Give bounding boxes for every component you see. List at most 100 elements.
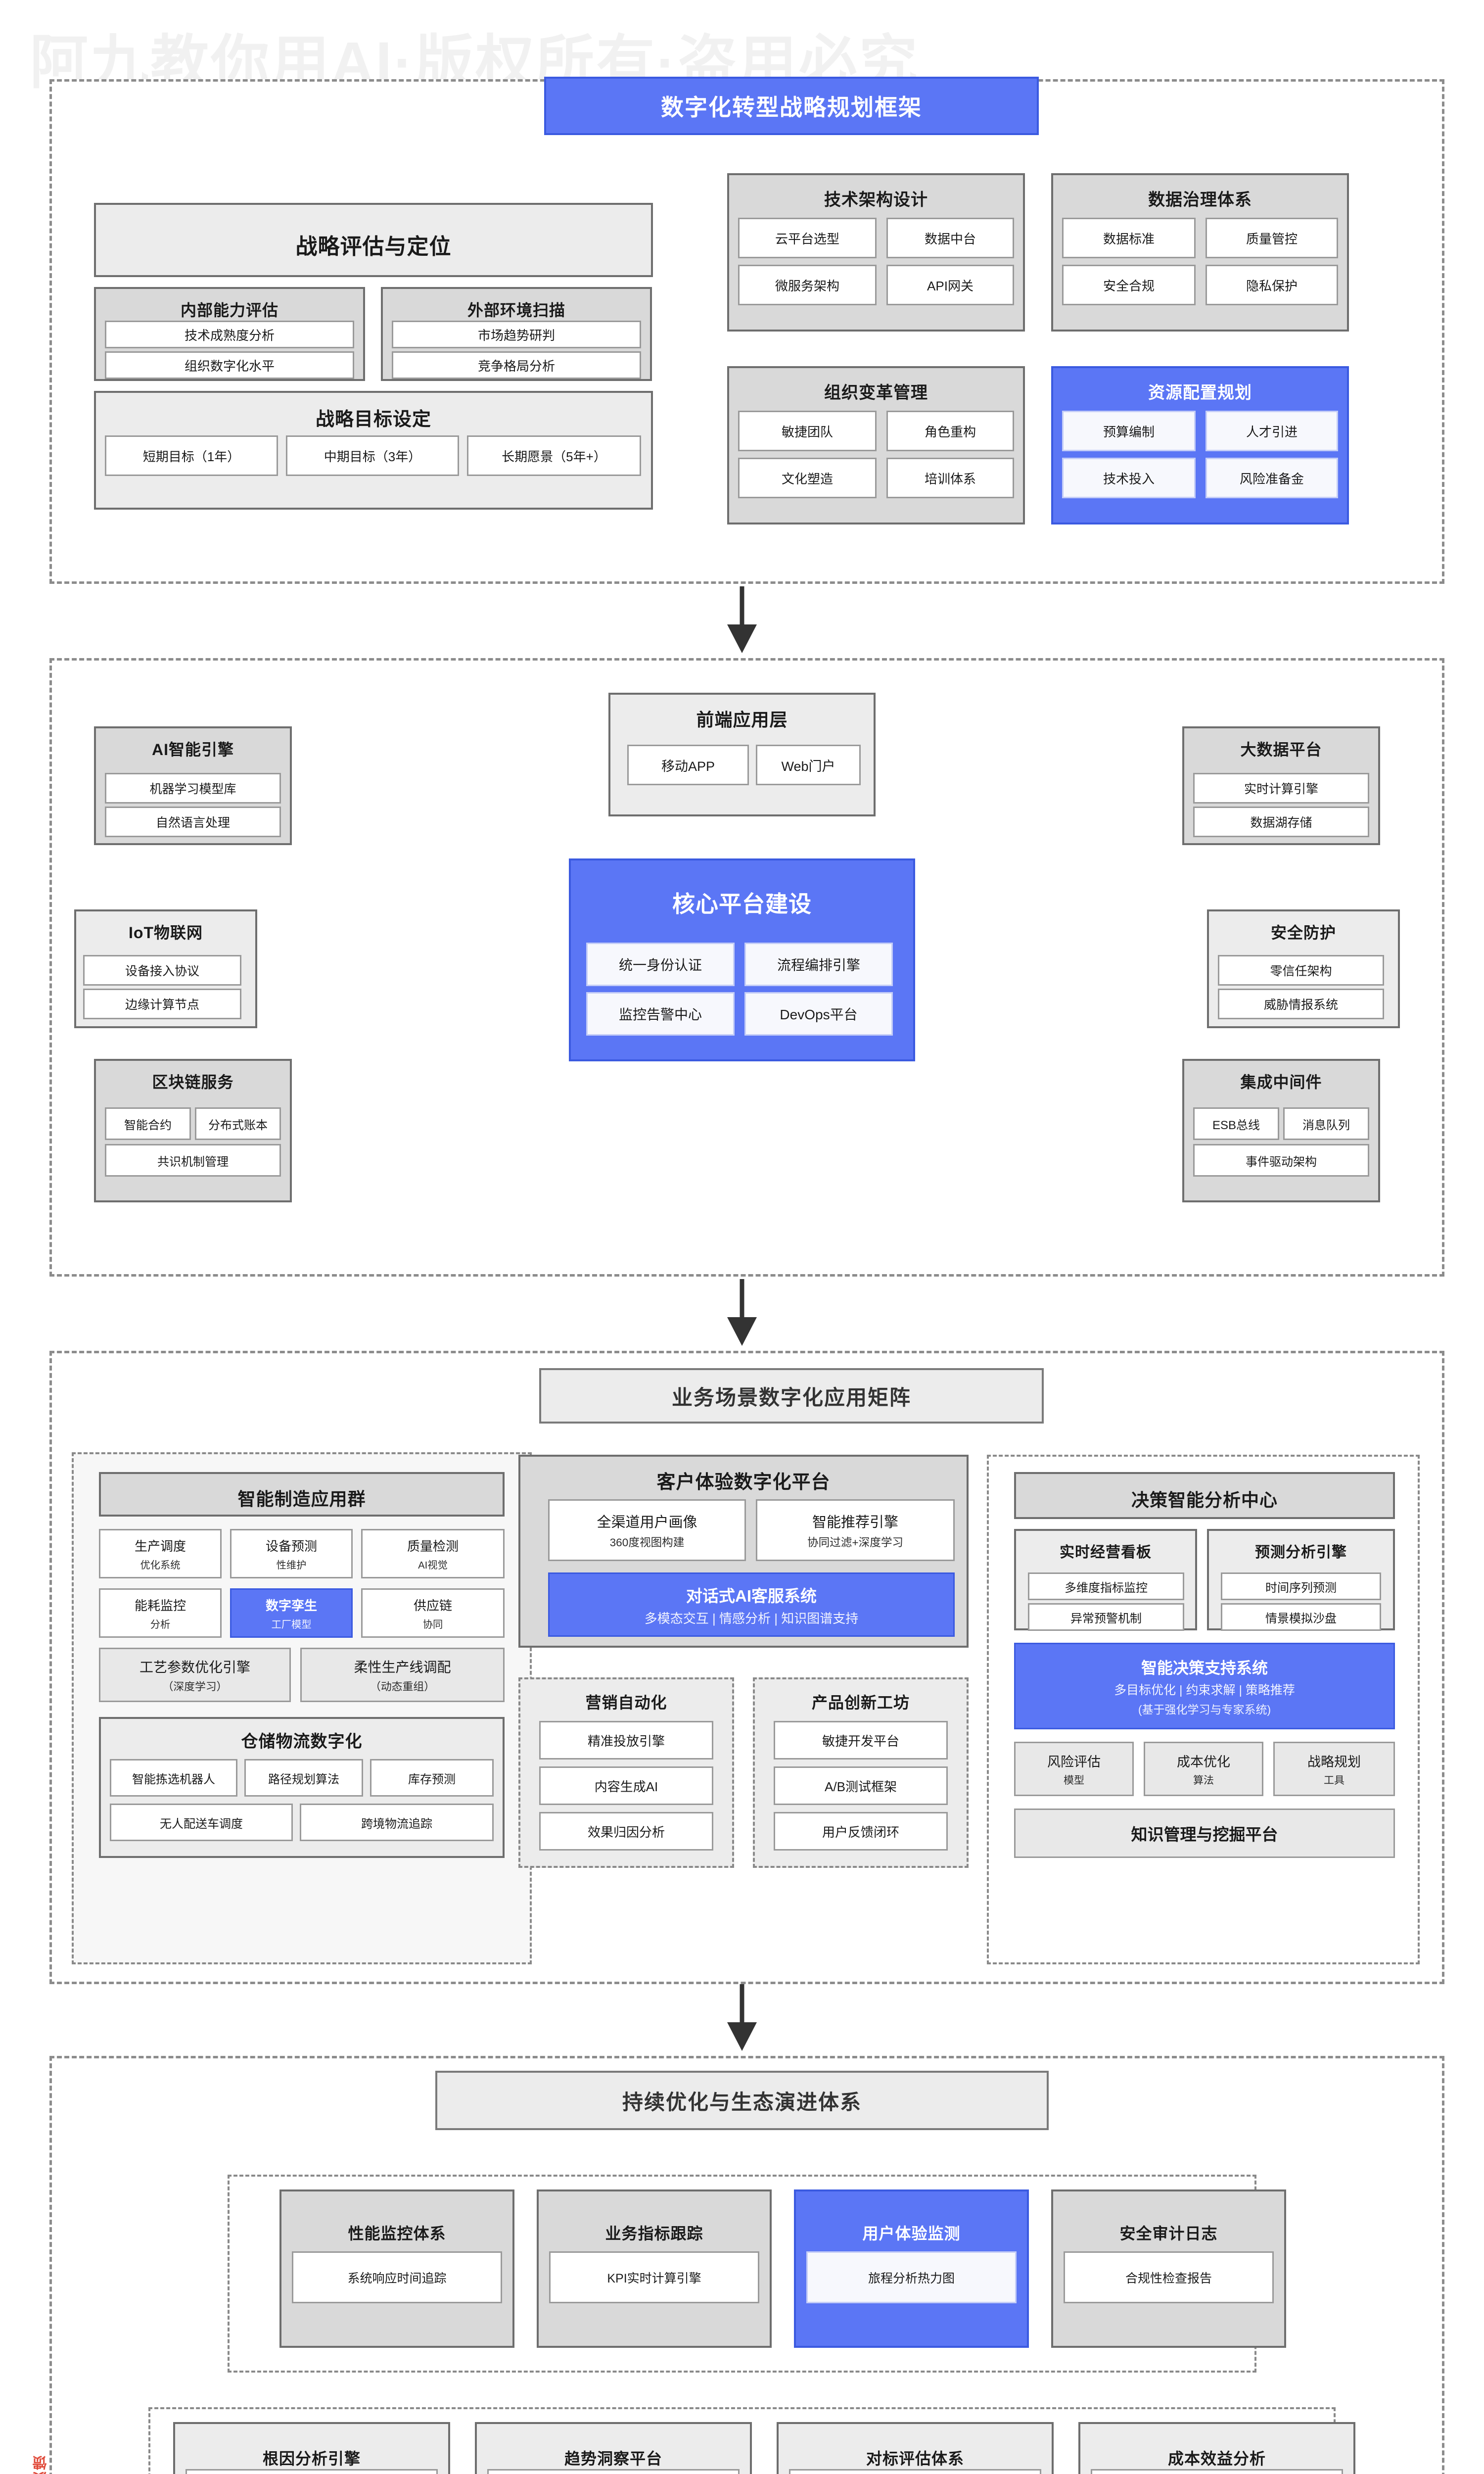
- leaf-industry-benchmark[interactable]: 行业标杆比较: [789, 2469, 1041, 2474]
- leaf-event-driven[interactable]: 事件驱动架构: [1193, 1144, 1369, 1177]
- leaf-attribution-analysis[interactable]: 效果归因分析: [539, 1812, 713, 1851]
- leaf-ml-model-library[interactable]: 机器学习模型库: [105, 773, 281, 804]
- card-title: 对标评估体系: [866, 2450, 964, 2468]
- leaf-inventory-forecast[interactable]: 库存预测: [370, 1759, 494, 1797]
- leaf-goal-mid[interactable]: 中期目标（3年）: [286, 435, 459, 476]
- tile-energy-monitoring[interactable]: 能耗监控 分析: [99, 1588, 222, 1638]
- group-title: 战略评估与定位: [295, 235, 452, 259]
- tile-label: 质量检测: [407, 1538, 459, 1554]
- tile-cost-optimization[interactable]: 成本优化 算法: [1144, 1742, 1263, 1796]
- leaf-kpi-engine[interactable]: KPI实时计算引擎: [549, 2251, 759, 2303]
- tile-quality-inspection[interactable]: 质量检测 AI视觉: [361, 1529, 505, 1578]
- leaf-mobile-app[interactable]: 移动APP: [627, 745, 749, 785]
- leaf-response-time-tracking[interactable]: 系统响应时间追踪: [292, 2251, 502, 2303]
- leaf-zero-trust[interactable]: 零信任架构: [1218, 955, 1384, 986]
- banner-label: 智能决策支持系统: [1141, 1659, 1268, 1677]
- leaf-user-feedback-loop[interactable]: 用户反馈闭环: [774, 1812, 948, 1851]
- tile-equipment-prediction[interactable]: 设备预测 性维护: [230, 1529, 353, 1578]
- tile-production-scheduling[interactable]: 生产调度 优化系统: [99, 1529, 222, 1578]
- leaf-talent[interactable]: 人才引进: [1206, 411, 1338, 451]
- leaf-timeseries-pattern[interactable]: 时序模式识别: [487, 2469, 740, 2474]
- tile-sub: 分析: [150, 1619, 171, 1630]
- card-title: 性能监控体系: [348, 2225, 446, 2242]
- leaf-ab-testing[interactable]: A/B测试框架: [774, 1766, 948, 1805]
- leaf-sub: 协同过滤+深度学习: [807, 1536, 904, 1549]
- leaf-monitoring-center[interactable]: 监控告警中心: [586, 992, 735, 1036]
- leaf-budget[interactable]: 预算编制: [1062, 411, 1196, 451]
- leaf-unified-auth[interactable]: 统一身份认证: [586, 943, 735, 986]
- leaf-microservice[interactable]: 微服务架构: [738, 265, 877, 305]
- leaf-roi-model[interactable]: ROI计算模型: [1091, 2469, 1343, 2474]
- leaf-api-gateway[interactable]: API网关: [886, 265, 1014, 305]
- leaf-unmanned-delivery[interactable]: 无人配送车调度: [110, 1804, 293, 1841]
- leaf-training-system[interactable]: 培训体系: [886, 458, 1014, 498]
- leaf-privacy-protection[interactable]: 隐私保护: [1206, 265, 1338, 305]
- leaf-multi-dim-monitor[interactable]: 多维度指标监控: [1028, 1572, 1184, 1600]
- leaf-process-orchestration[interactable]: 流程编排引擎: [744, 943, 893, 986]
- tile-risk-assessment[interactable]: 风险评估 模型: [1014, 1742, 1134, 1796]
- banner-decision-support-system[interactable]: 智能决策支持系统 多目标优化 | 约束求解 | 策略推荐 (基于强化学习与专家系…: [1014, 1643, 1395, 1729]
- leaf-timeseries-forecast[interactable]: 时间序列预测: [1221, 1572, 1381, 1600]
- leaf-compliance-report[interactable]: 合规性检查报告: [1064, 2251, 1274, 2303]
- leaf-recommendation-engine[interactable]: 智能推荐引擎 协同过滤+深度学习: [756, 1499, 955, 1561]
- tile-flexible-line[interactable]: 柔性生产线调配 （动态重组）: [300, 1648, 505, 1702]
- leaf-market-trend[interactable]: 市场趋势研判: [392, 321, 641, 348]
- leaf-agile-dev-platform[interactable]: 敏捷开发平台: [774, 1721, 948, 1760]
- leaf-org-digital-level[interactable]: 组织数字化水平: [105, 351, 354, 379]
- banner-ai-customer-service[interactable]: 对话式AI客服系统 多模态交互 | 情感分析 | 知识图谱支持: [548, 1572, 955, 1637]
- leaf-security-compliance[interactable]: 安全合规: [1062, 265, 1196, 305]
- leaf-route-planning[interactable]: 路径规划算法: [244, 1759, 363, 1797]
- leaf-cloud-platform[interactable]: 云平台选型: [738, 218, 877, 258]
- leaf-quality-control[interactable]: 质量管控: [1206, 218, 1338, 258]
- leaf-culture-shaping[interactable]: 文化塑造: [738, 458, 877, 498]
- leaf-goal-long[interactable]: 长期愿景（5年+）: [467, 435, 641, 476]
- leaf-edge-node[interactable]: 边缘计算节点: [83, 989, 241, 1019]
- tile-label: 柔性生产线调配: [354, 1659, 451, 1675]
- leaf-data-standard[interactable]: 数据标准: [1062, 218, 1196, 258]
- leaf-tech-investment[interactable]: 技术投入: [1062, 458, 1196, 498]
- leaf-journey-heatmap[interactable]: 旅程分析热力图: [806, 2251, 1017, 2303]
- leaf-consensus-mgmt[interactable]: 共识机制管理: [105, 1144, 281, 1177]
- leaf-message-queue[interactable]: 消息队列: [1283, 1107, 1369, 1140]
- leaf-datalake-storage[interactable]: 数据湖存储: [1193, 807, 1369, 837]
- leaf-content-generation-ai[interactable]: 内容生成AI: [539, 1766, 713, 1805]
- leaf-role-refactor[interactable]: 角色重构: [886, 411, 1014, 451]
- tile-label: 战略规划: [1307, 1754, 1361, 1769]
- leaf-distributed-ledger[interactable]: 分布式账本: [195, 1107, 281, 1140]
- leaf-data-midplatform[interactable]: 数据中台: [886, 218, 1014, 258]
- tile-digital-twin[interactable]: 数字孪生 工厂模型: [230, 1588, 353, 1638]
- leaf-realtime-compute[interactable]: 实时计算引擎: [1193, 773, 1369, 804]
- footer-knowledge-platform[interactable]: 知识管理与挖掘平台: [1014, 1808, 1395, 1858]
- leaf-anomaly-attribution[interactable]: 异常检测与归因算法: [186, 2469, 438, 2474]
- leaf-devops-platform[interactable]: DevOps平台: [744, 992, 893, 1036]
- leaf-omni-user-profile[interactable]: 全渠道用户画像 360度视图构建: [548, 1499, 746, 1561]
- tile-sub: AI视觉: [418, 1560, 448, 1571]
- tile-label: 供应链: [413, 1598, 452, 1613]
- tile-label: 风险评估: [1047, 1754, 1101, 1769]
- leaf-tech-maturity[interactable]: 技术成熟度分析: [105, 321, 354, 348]
- leaf-goal-short[interactable]: 短期目标（1年）: [105, 435, 278, 476]
- tile-sub: 模型: [1063, 1774, 1085, 1786]
- group-title: 决策智能分析中心: [1131, 1490, 1278, 1510]
- leaf-anomaly-alert[interactable]: 异常预警机制: [1028, 1603, 1184, 1631]
- group-title: 战略目标设定: [315, 409, 431, 430]
- leaf-competitive-landscape[interactable]: 竞争格局分析: [392, 351, 641, 379]
- leaf-risk-reserve[interactable]: 风险准备金: [1206, 458, 1338, 498]
- leaf-agile-team[interactable]: 敏捷团队: [738, 411, 877, 451]
- leaf-nlp[interactable]: 自然语言处理: [105, 807, 281, 837]
- leaf-web-portal[interactable]: Web门户: [756, 745, 861, 785]
- leaf-picking-robot[interactable]: 智能拣选机器人: [110, 1759, 237, 1797]
- group-title: 大数据平台: [1240, 741, 1322, 759]
- leaf-threat-intel[interactable]: 威胁情报系统: [1218, 989, 1384, 1019]
- group-title: IoT物联网: [129, 924, 203, 942]
- tile-process-param-engine[interactable]: 工艺参数优化引擎 （深度学习）: [99, 1648, 291, 1702]
- group-title: 内部能力评估: [180, 301, 278, 319]
- tile-strategy-planning[interactable]: 战略规划 工具: [1273, 1742, 1395, 1796]
- leaf-smart-contract[interactable]: 智能合约: [105, 1107, 191, 1140]
- tile-supply-chain[interactable]: 供应链 协同: [361, 1588, 505, 1638]
- leaf-precision-delivery[interactable]: 精准投放引擎: [539, 1721, 713, 1760]
- leaf-scenario-sandbox[interactable]: 情景模拟沙盘: [1221, 1603, 1381, 1631]
- leaf-cross-border-tracking[interactable]: 跨境物流追踪: [300, 1804, 494, 1841]
- leaf-device-protocol[interactable]: 设备接入协议: [83, 955, 241, 986]
- leaf-esb-bus[interactable]: ESB总线: [1193, 1107, 1279, 1140]
